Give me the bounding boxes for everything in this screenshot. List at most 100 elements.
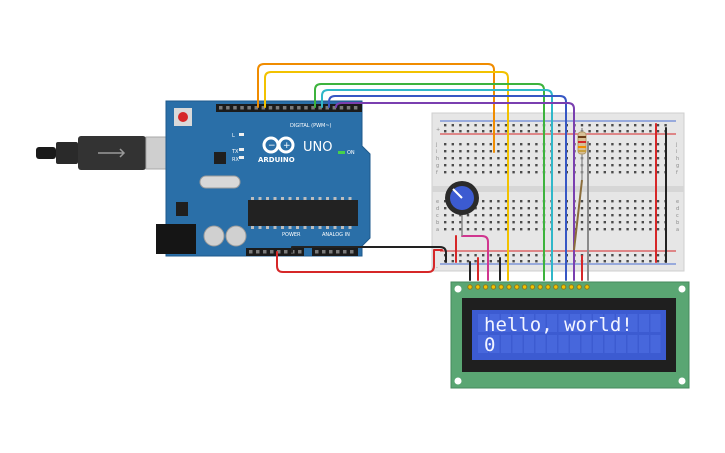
breadboard-hole[interactable] [474, 130, 477, 133]
breadboard-hole[interactable] [489, 200, 492, 203]
breadboard-hole[interactable] [649, 207, 652, 210]
breadboard-hole[interactable] [626, 260, 629, 263]
breadboard-hole[interactable] [618, 124, 622, 127]
breadboard-hole[interactable] [520, 124, 523, 127]
breadboard-hole[interactable] [497, 157, 500, 160]
breadboard-hole[interactable] [649, 221, 652, 224]
breadboard-hole[interactable] [603, 228, 606, 231]
breadboard-hole[interactable] [466, 124, 470, 127]
breadboard-hole[interactable] [588, 221, 591, 224]
lcd-pin[interactable] [490, 284, 497, 290]
header-pin[interactable] [275, 106, 280, 110]
breadboard-hole[interactable] [588, 150, 591, 153]
breadboard-hole[interactable] [596, 130, 599, 133]
breadboard-hole[interactable] [489, 150, 492, 153]
breadboard-hole[interactable] [558, 150, 561, 153]
breadboard-hole[interactable] [504, 207, 508, 210]
breadboard-hole[interactable] [588, 260, 591, 263]
header-pin[interactable] [226, 106, 230, 110]
breadboard-hole[interactable] [580, 200, 584, 203]
breadboard-hole[interactable] [588, 214, 591, 217]
breadboard-hole[interactable] [512, 214, 515, 217]
breadboard-hole[interactable] [588, 207, 591, 210]
breadboard-hole[interactable] [618, 200, 622, 203]
breadboard-hole[interactable] [482, 143, 485, 146]
breadboard-hole[interactable] [444, 207, 447, 210]
breadboard-hole[interactable] [641, 164, 644, 167]
wire-blue[interactable] [328, 95, 567, 281]
breadboard-hole[interactable] [444, 124, 447, 127]
breadboard-hole[interactable] [466, 228, 470, 231]
breadboard-hole[interactable] [504, 124, 508, 127]
breadboard-hole[interactable] [603, 254, 606, 257]
breadboard-hole[interactable] [512, 254, 515, 257]
breadboard-hole[interactable] [649, 124, 652, 127]
breadboard-hole[interactable] [520, 260, 523, 263]
breadboard-hole[interactable] [626, 130, 629, 133]
breadboard-hole[interactable] [451, 143, 454, 146]
breadboard-hole[interactable] [596, 171, 599, 174]
breadboard-hole[interactable] [618, 150, 622, 153]
breadboard-hole[interactable] [603, 207, 606, 210]
breadboard-hole[interactable] [459, 143, 462, 146]
resistor[interactable] [573, 128, 587, 251]
header-pin[interactable] [346, 106, 351, 110]
breadboard-hole[interactable] [459, 124, 462, 127]
breadboard-hole[interactable] [459, 157, 462, 160]
breadboard-hole[interactable] [527, 254, 530, 257]
breadboard-hole[interactable] [451, 130, 454, 133]
breadboard-hole[interactable] [482, 124, 485, 127]
arduino-uno-board[interactable]: − + ARDUINO UNO DIGITAL (PWM~) TX RX L O… [156, 100, 371, 257]
header-pin[interactable] [219, 106, 223, 110]
breadboard-hole[interactable] [497, 207, 500, 210]
wire-orange[interactable] [257, 63, 495, 153]
breadboard-hole[interactable] [596, 164, 599, 167]
breadboard-hole[interactable] [649, 157, 652, 160]
breadboard-hole[interactable] [520, 200, 523, 203]
breadboard-hole[interactable] [512, 207, 515, 210]
breadboard-hole[interactable] [482, 228, 485, 231]
analog-pin[interactable] [350, 250, 354, 254]
breadboard-hole[interactable] [459, 254, 462, 257]
wire-yellow[interactable] [264, 71, 509, 281]
breadboard-hole[interactable] [558, 130, 561, 133]
breadboard-hole[interactable] [558, 207, 561, 210]
breadboard-hole[interactable] [520, 143, 523, 146]
breadboard-hole[interactable] [535, 221, 538, 224]
breadboard-hole[interactable] [512, 150, 515, 153]
breadboard-hole[interactable] [520, 214, 523, 217]
breadboard-hole[interactable] [634, 124, 637, 127]
breadboard-hole[interactable] [504, 228, 508, 231]
breadboard-hole[interactable] [520, 164, 523, 167]
breadboard-hole[interactable] [535, 207, 538, 210]
breadboard-hole[interactable] [444, 228, 447, 231]
lcd-pin[interactable] [560, 284, 567, 290]
breadboard-hole[interactable] [588, 130, 591, 133]
breadboard-hole[interactable] [603, 260, 606, 263]
breadboard-hole[interactable] [588, 143, 591, 146]
breadboard-hole[interactable] [656, 254, 660, 257]
breadboard-hole[interactable] [634, 164, 637, 167]
breadboard-hole[interactable] [634, 228, 637, 231]
breadboard-hole[interactable] [603, 164, 606, 167]
breadboard-hole[interactable] [451, 171, 454, 174]
breadboard-hole[interactable] [580, 214, 584, 217]
breadboard-hole[interactable] [489, 130, 492, 133]
power-pin[interactable] [256, 250, 260, 254]
breadboard-hole[interactable] [459, 164, 462, 167]
breadboard-hole[interactable] [482, 221, 485, 224]
breadboard-hole[interactable] [504, 260, 508, 263]
breadboard-hole[interactable] [634, 260, 637, 263]
breadboard-hole[interactable] [626, 164, 629, 167]
breadboard-hole[interactable] [444, 214, 447, 217]
breadboard-hole[interactable] [527, 150, 530, 153]
breadboard-hole[interactable] [527, 164, 530, 167]
breadboard-hole[interactable] [656, 200, 660, 203]
breadboard-hole[interactable] [459, 214, 462, 217]
lcd-pin[interactable] [529, 284, 536, 290]
breadboard-hole[interactable] [535, 130, 538, 133]
wire-green[interactable] [314, 83, 545, 281]
breadboard-hole[interactable] [649, 130, 652, 133]
header-pin[interactable] [318, 106, 322, 110]
breadboard-hole[interactable] [451, 124, 454, 127]
